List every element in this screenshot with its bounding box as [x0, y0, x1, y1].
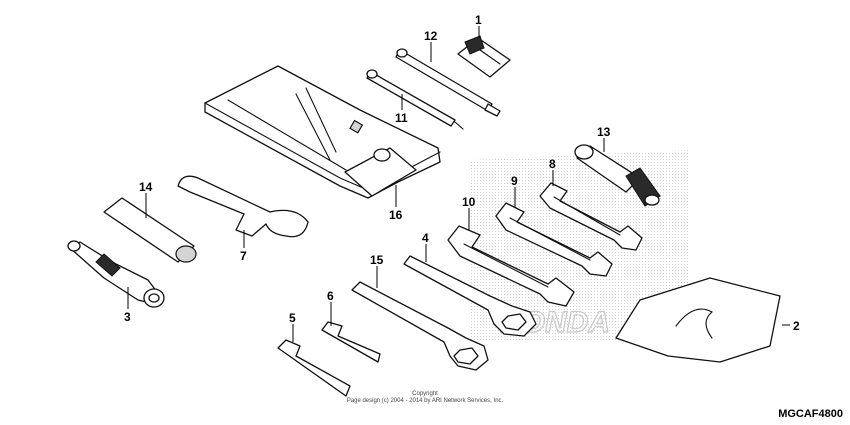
callout-5: 5: [289, 311, 296, 325]
callout-numbers: 1 2 3 4 5 6 7 8 9 10 11 12 13 14 15 16: [124, 13, 800, 333]
callout-15: 15: [370, 253, 384, 267]
screwdriver-11: [366, 69, 464, 130]
callout-16: 16: [389, 208, 403, 222]
wrench-10: [447, 225, 575, 307]
screwdriver-12: [395, 48, 501, 117]
wrench-9: [495, 202, 613, 277]
socket-wrench-3: [67, 240, 165, 308]
clip-1: [457, 35, 511, 78]
callout-12: 12: [424, 29, 438, 43]
callout-13: 13: [597, 125, 611, 139]
callout-8: 8: [549, 157, 556, 171]
copyright-line-1: Copyright: [412, 391, 438, 397]
callout-7: 7: [240, 249, 247, 263]
pin-spanner-7: [177, 175, 309, 238]
diagram-code: MGCAF4800: [778, 408, 843, 420]
callout-9: 9: [511, 174, 518, 188]
leader-lines: [127, 26, 790, 342]
bag-2: [615, 277, 781, 363]
wrench-8: [539, 182, 643, 251]
tool-bag: [204, 65, 441, 199]
callout-4: 4: [422, 231, 429, 245]
callout-2: 2: [793, 319, 800, 333]
spanner-15: [351, 281, 489, 371]
callout-3: 3: [124, 310, 131, 324]
callout-11: 11: [395, 111, 408, 125]
pouch-14: [103, 197, 197, 263]
callout-14: 14: [139, 180, 153, 194]
hex-key-5: [277, 339, 351, 397]
callout-10: 10: [462, 195, 476, 209]
copyright-line-2: Page design (c) 2004 - 2014 by ARI Netwo…: [347, 398, 504, 404]
hex-key-6: [321, 321, 381, 363]
ring-wrench-4: [403, 255, 537, 337]
handle-13: [574, 144, 661, 207]
callout-1: 1: [475, 13, 482, 27]
callout-6: 6: [327, 289, 334, 303]
